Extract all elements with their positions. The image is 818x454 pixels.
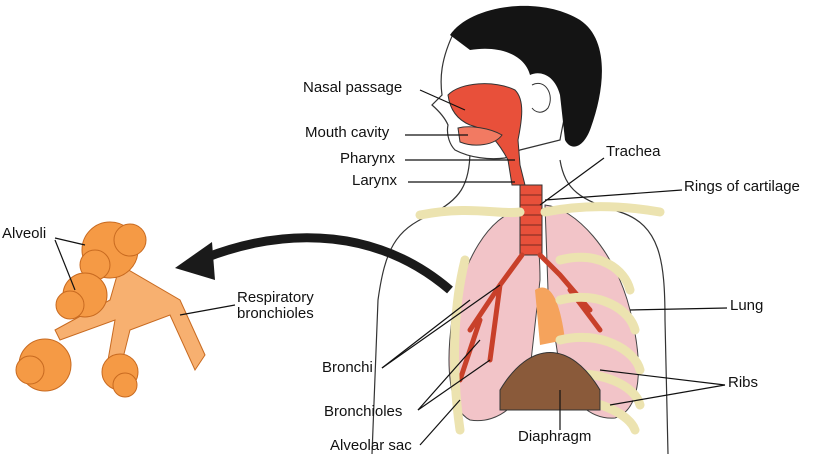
trachea-shape — [519, 184, 543, 256]
heart-area — [535, 287, 565, 345]
label-lung: Lung — [730, 297, 764, 314]
arrow-head — [175, 242, 215, 280]
cartilage-rings — [520, 194, 542, 246]
label-alveolar-sac: Alveolar sac — [330, 437, 412, 454]
label-bronchi: Bronchi — [322, 359, 373, 376]
mouth-cavity-shape — [457, 126, 503, 146]
diaphragm-shape — [499, 352, 601, 411]
label-larynx: Larynx — [352, 172, 398, 189]
alveoli-cluster — [15, 221, 206, 398]
label-alveoli: Alveoli — [2, 225, 47, 242]
label-trachea: Trachea — [606, 143, 661, 160]
label-nasal-passage: Nasal passage — [303, 79, 403, 96]
ribs-shape — [415, 202, 665, 435]
label-mouth-cavity: Mouth cavity — [305, 124, 390, 141]
label-rings-of-cartilage: Rings of cartilage — [684, 178, 800, 195]
label-respiratory-bronchioles-1: Respiratory — [237, 289, 314, 306]
curved-arrow — [203, 233, 453, 294]
nasal-passage-shape — [447, 83, 526, 186]
leader-lines — [54, 89, 728, 446]
label-respiratory-bronchioles-2: bronchioles — [237, 305, 314, 322]
ear — [531, 82, 551, 113]
label-ribs: Ribs — [728, 374, 759, 391]
label-bronchioles: Bronchioles — [324, 403, 403, 420]
label-diaphragm: Diaphragm — [518, 428, 592, 445]
hair — [450, 5, 602, 147]
label-pharynx: Pharynx — [340, 150, 396, 167]
